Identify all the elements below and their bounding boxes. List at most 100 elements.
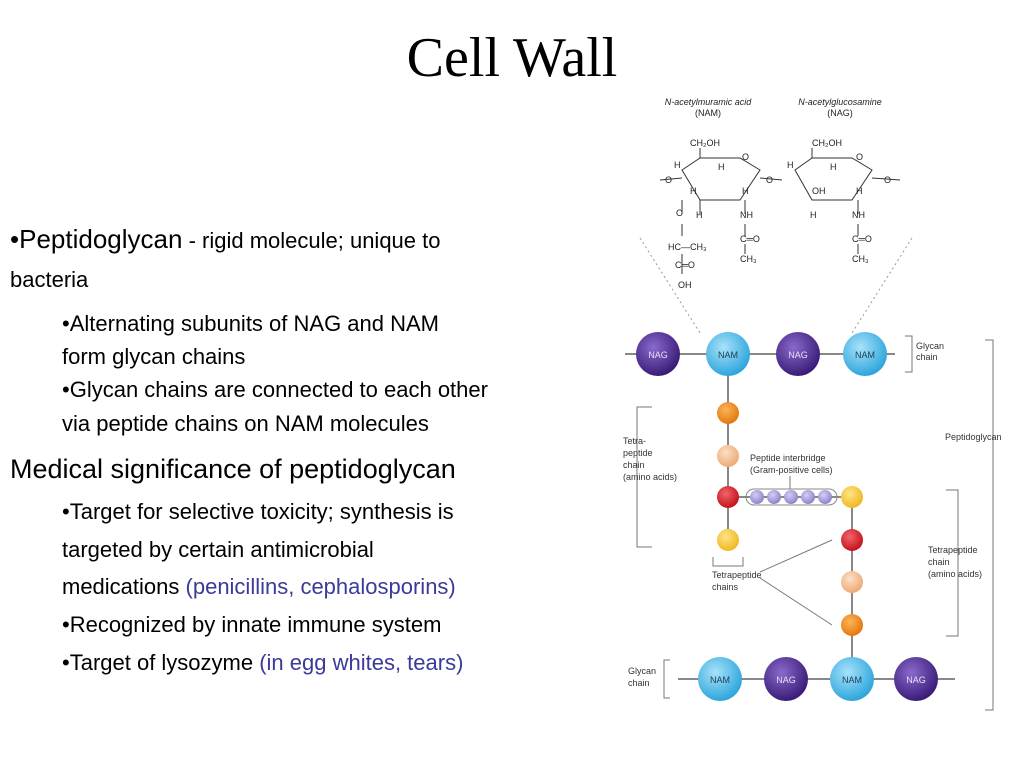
svg-text:C═O: C═O bbox=[740, 234, 760, 244]
svg-text:OH: OH bbox=[812, 186, 826, 196]
glycan-chain-top-label-2: chain bbox=[916, 352, 938, 362]
diagram-labels: Glycan chain Peptidoglycan Tetra- peptid… bbox=[623, 341, 1002, 688]
tetrapeptide-left-label-2: peptide bbox=[623, 448, 653, 458]
nag-structure-label: N-acetylglucosamine (NAG) bbox=[798, 97, 882, 118]
glycan-chain-bottom-label-2: chain bbox=[628, 678, 650, 688]
tetrapeptide-right-label-3: (amino acids) bbox=[928, 569, 982, 579]
peptidoglycan-heading: •Peptidoglycan bbox=[10, 224, 183, 254]
bullet-target-3: medications (penicillins, cephalosporins… bbox=[62, 574, 456, 600]
svg-text:O: O bbox=[856, 152, 863, 162]
interbridge-label-1: Peptide interbridge bbox=[750, 453, 826, 463]
svg-text:H: H bbox=[696, 210, 703, 220]
bullet-target-1: •Target for selective toxicity; synthesi… bbox=[62, 499, 454, 524]
lysozyme-text: •Target of lysozyme bbox=[62, 650, 260, 675]
tetrapeptide-left-label-4: (amino acids) bbox=[623, 472, 677, 482]
nam-sugar: NAM bbox=[698, 657, 742, 701]
nam-label: NAM bbox=[710, 675, 730, 685]
slide-title: Cell Wall bbox=[406, 27, 618, 89]
target-medications: medications bbox=[62, 574, 186, 599]
nam-sugar: NAM bbox=[830, 657, 874, 701]
lysozyme-examples: (in egg whites, tears) bbox=[259, 650, 464, 675]
interbridge-amino-acid bbox=[750, 490, 764, 504]
nam-abbr: (NAM) bbox=[695, 108, 721, 118]
nag-sugar: NAG bbox=[764, 657, 808, 701]
glycan-chain-top-label-1: Glycan bbox=[916, 341, 944, 351]
svg-text:H: H bbox=[674, 160, 681, 170]
svg-text:NH: NH bbox=[852, 210, 865, 220]
nag-label: NAG bbox=[776, 675, 796, 685]
interbridge-amino-acid bbox=[767, 490, 781, 504]
medical-significance-heading: Medical significance of peptidoglycan bbox=[10, 454, 456, 484]
bullet-alternating-2: form glycan chains bbox=[62, 344, 246, 369]
bullet-glycan-1: •Glycan chains are connected to each oth… bbox=[62, 377, 488, 402]
svg-text:C═O: C═O bbox=[675, 260, 695, 270]
nam-sugar: NAM bbox=[706, 332, 750, 376]
svg-text:H: H bbox=[856, 186, 863, 196]
amino-acid-red bbox=[841, 529, 863, 551]
svg-text:HC—CH₃: HC—CH₃ bbox=[668, 242, 707, 252]
nam-sugar: NAM bbox=[843, 332, 887, 376]
tetrapeptide-chains-label-2: chains bbox=[712, 582, 739, 592]
svg-text:O: O bbox=[676, 208, 683, 218]
brackets bbox=[636, 335, 994, 711]
interbridge-amino-acid bbox=[818, 490, 832, 504]
target-drug-examples: (penicillins, cephalosporins) bbox=[185, 574, 456, 599]
peptidoglycan-desc: - rigid molecule; unique to bbox=[182, 228, 441, 253]
svg-text:CH₂OH: CH₂OH bbox=[690, 138, 720, 148]
svg-text:H: H bbox=[830, 162, 837, 172]
peptidoglycan-desc-cont: bacteria bbox=[10, 267, 89, 292]
interbridge-amino-acid bbox=[784, 490, 798, 504]
nag-sugar: NAG bbox=[894, 657, 938, 701]
bullet-lysozyme: •Target of lysozyme (in egg whites, tear… bbox=[62, 650, 463, 676]
svg-text:H: H bbox=[810, 210, 817, 220]
svg-text:O: O bbox=[742, 152, 749, 162]
tetrapeptide-right-label-1: Tetrapeptide bbox=[928, 545, 978, 555]
bullet-peptidoglycan: •Peptidoglycan - rigid molecule; unique … bbox=[10, 224, 440, 255]
nag-abbr: (NAG) bbox=[827, 108, 853, 118]
nam-label: NAM bbox=[842, 675, 862, 685]
dotted-connectors bbox=[639, 237, 913, 334]
svg-text:CH₃: CH₃ bbox=[852, 254, 869, 264]
svg-text:NH: NH bbox=[740, 210, 753, 220]
chemical-structure bbox=[659, 148, 901, 274]
nam-structure-label: N-acetylmuramic acid (NAM) bbox=[665, 97, 753, 118]
bullet-alternating-1: •Alternating subunits of NAG and NAM bbox=[62, 311, 439, 336]
svg-text:H: H bbox=[718, 162, 725, 172]
svg-text:O: O bbox=[766, 175, 773, 185]
svg-text:H: H bbox=[690, 186, 697, 196]
tetrapeptide-right-label-2: chain bbox=[928, 557, 950, 567]
bullet-target-2: targeted by certain antimicrobial bbox=[62, 537, 374, 562]
amino-acid-orange bbox=[717, 402, 739, 424]
svg-text:O: O bbox=[665, 175, 672, 185]
glycan-chain-bottom-label-1: Glycan bbox=[628, 666, 656, 676]
amino-acid-yellow bbox=[717, 529, 739, 551]
svg-text:H: H bbox=[787, 160, 794, 170]
svg-text:H: H bbox=[742, 186, 749, 196]
nag-sugar: NAG bbox=[776, 332, 820, 376]
tetrapeptide-left-label-1: Tetra- bbox=[623, 436, 646, 446]
nam-label: NAM bbox=[718, 350, 738, 360]
svg-text:C═O: C═O bbox=[852, 234, 872, 244]
nag-label: NAG bbox=[648, 350, 668, 360]
nag-label: NAG bbox=[906, 675, 926, 685]
amino-acid-peach bbox=[717, 445, 739, 467]
nam-label: NAM bbox=[855, 350, 875, 360]
nam-title: N-acetylmuramic acid bbox=[665, 97, 753, 107]
nag-sugar: NAG bbox=[636, 332, 680, 376]
nag-title: N-acetylglucosamine bbox=[798, 97, 882, 107]
amino-acid-peach bbox=[841, 571, 863, 593]
interbridge-amino-acid bbox=[801, 490, 815, 504]
amino-acid-yellow bbox=[841, 486, 863, 508]
tetrapeptide-chains-label-1: Tetrapeptide bbox=[712, 570, 762, 580]
peptidoglycan-label: Peptidoglycan bbox=[945, 432, 1002, 442]
bullet-immune: •Recognized by innate immune system bbox=[62, 612, 442, 637]
amino-acid-orange bbox=[841, 614, 863, 636]
svg-text:CH₂OH: CH₂OH bbox=[812, 138, 842, 148]
chemical-atoms: CH₂OH O H H O O H H O H NH C═O CH₃ HC—CH… bbox=[665, 138, 891, 290]
nag-label: NAG bbox=[788, 350, 808, 360]
interbridge-label-2: (Gram-positive cells) bbox=[750, 465, 833, 475]
svg-text:CH₃: CH₃ bbox=[740, 254, 757, 264]
tetrapeptide-left-label-3: chain bbox=[623, 460, 645, 470]
